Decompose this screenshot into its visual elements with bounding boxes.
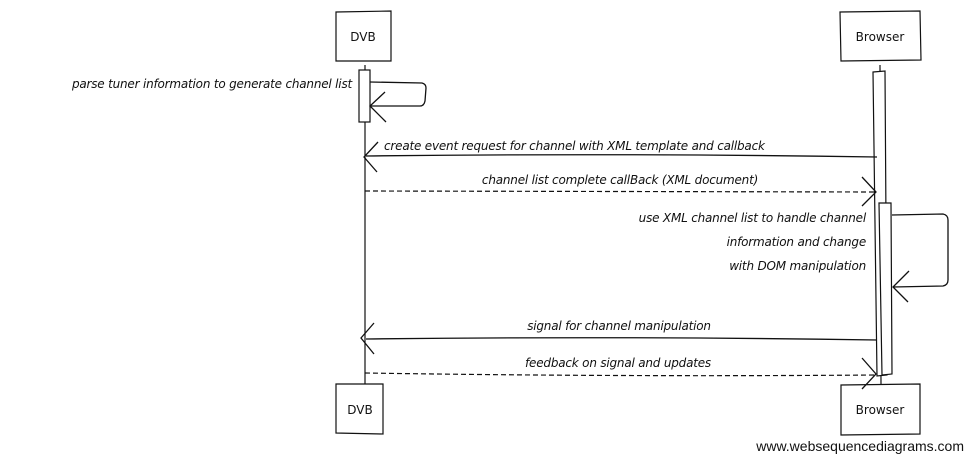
message-signal-channel-manipulation: signal for channel manipulation <box>360 319 878 355</box>
actor-box-browser-bottom: Browser <box>840 383 921 436</box>
message-label: channel list complete callBack (XML docu… <box>482 173 758 187</box>
actor-box-dvb-bottom: DVB <box>335 383 384 435</box>
arrow-line <box>364 372 877 377</box>
message-create-event-request: create event request for channel with XM… <box>363 139 878 173</box>
arrow-line <box>365 154 878 158</box>
arrow-head <box>861 357 877 390</box>
actor-label-dvb-bottom: DVB <box>347 403 372 417</box>
message-label: feedback on signal and updates <box>525 356 711 370</box>
activation-dvb <box>358 69 371 123</box>
arrow-head <box>369 91 387 123</box>
message-label-line: use XML channel list to handle channel <box>639 211 867 225</box>
arrow-head <box>892 270 910 303</box>
arrow-head <box>363 141 379 173</box>
message-label-line: information and change <box>727 235 866 249</box>
arrow-line <box>365 337 878 341</box>
message-self-dvb: parse tuner information to generate chan… <box>71 77 427 123</box>
actor-box-dvb-top: DVB <box>335 10 392 62</box>
arrow-head <box>360 322 375 355</box>
actor-label-dvb-top: DVB <box>350 30 375 44</box>
message-channel-list-complete: channel list complete callBack (XML docu… <box>364 173 877 207</box>
message-label: signal for channel manipulation <box>527 319 711 333</box>
message-self-browser: use XML channel list to handle channel i… <box>639 211 949 303</box>
message-feedback-on-signal: feedback on signal and updates <box>364 356 877 390</box>
arrow-head <box>861 176 877 207</box>
actor-label-browser-top: Browser <box>856 30 905 44</box>
watermark: www.websequencediagrams.com <box>756 438 964 454</box>
message-label: parse tuner information to generate chan… <box>71 77 354 91</box>
actor-box-browser-top: Browser <box>839 10 922 62</box>
message-label: create event request for channel with XM… <box>384 139 766 153</box>
message-label-line: with DOM manipulation <box>729 259 866 273</box>
activation-browser-nested <box>878 202 893 376</box>
actor-label-browser-bottom: Browser <box>856 403 905 417</box>
arrow-line <box>891 213 949 288</box>
arrow-line <box>364 190 877 193</box>
arrow-line <box>369 81 427 107</box>
